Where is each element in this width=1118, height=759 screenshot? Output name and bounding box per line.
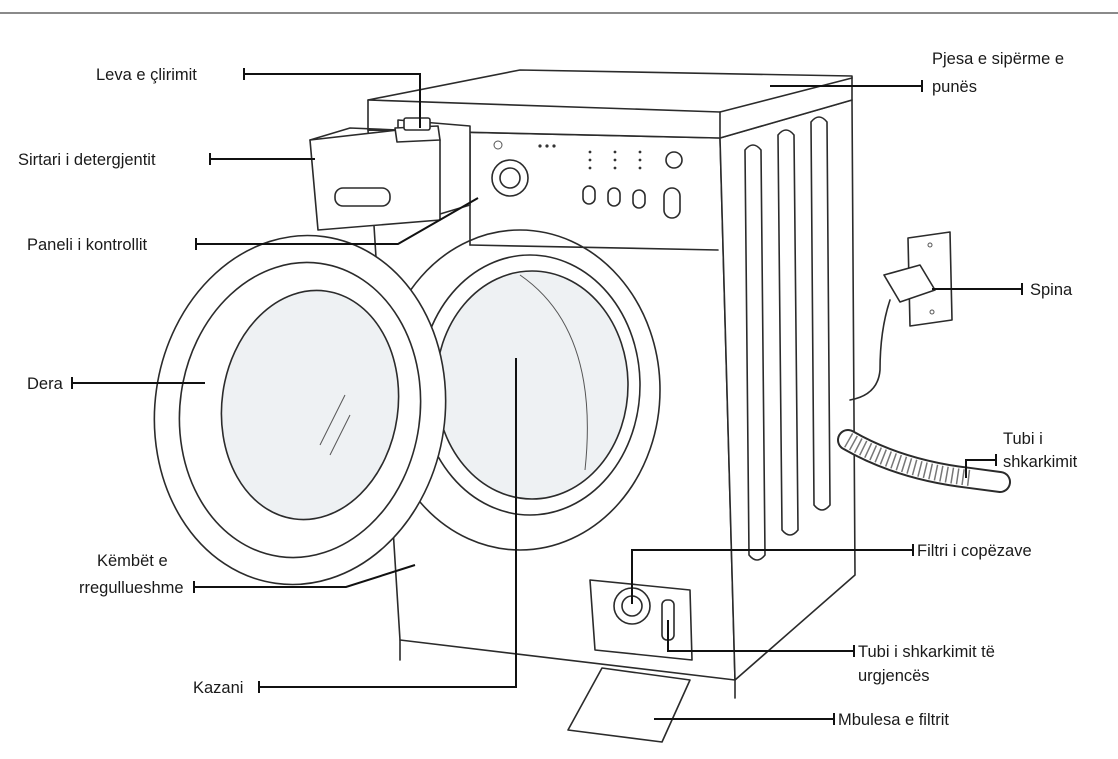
label-filter-cover: Mbulesa e filtrit <box>838 711 949 729</box>
door-art <box>153 234 447 586</box>
label-drain-hose-line1: Tubi i <box>1003 430 1043 448</box>
machine-side-panel <box>719 99 856 681</box>
label-adjustable-feet-line2: rregullueshme <box>79 579 184 597</box>
label-emergency-drain-line1: Tubi i shkarkimit të <box>858 643 995 661</box>
filter-cover-art <box>567 667 691 743</box>
machine-top <box>367 69 853 139</box>
label-drum: Kazani <box>193 679 243 697</box>
label-door: Dera <box>27 375 64 393</box>
callout-labels: Leva e çlirimit Sirtari i detergjentit P… <box>18 50 1078 729</box>
label-detergent-drawer: Sirtari i detergjentit <box>18 151 156 169</box>
detergent-drawer-art <box>309 117 471 231</box>
side-groove-2 <box>777 129 799 536</box>
side-groove-3 <box>810 116 831 511</box>
drum <box>436 271 628 499</box>
label-plug: Spina <box>1030 281 1073 299</box>
label-release-lever: Leva e çlirimit <box>96 66 197 84</box>
side-groove-1 <box>744 144 766 561</box>
callout-lines <box>71 68 1023 725</box>
label-drain-hose-line2: shkarkimit <box>1003 453 1078 471</box>
label-worktop-line2: punës <box>932 78 977 96</box>
plug-art <box>849 231 953 401</box>
drain-hose-art <box>837 429 1011 493</box>
label-emergency-drain-line2: urgjencës <box>858 667 930 685</box>
power-button <box>665 151 683 169</box>
indicator-lights <box>538 144 642 170</box>
label-debris-filter: Filtri i copëzave <box>917 542 1032 560</box>
label-control-panel: Paneli i kontrollit <box>27 236 148 254</box>
label-worktop-line1: Pjesa e sipërme e <box>932 50 1064 68</box>
label-adjustable-feet-line1: Këmbët e <box>97 552 168 570</box>
washing-machine-illustration <box>153 69 1011 743</box>
filter-housing-art <box>589 579 693 661</box>
program-dial <box>491 159 529 197</box>
adjustable-feet-art <box>399 639 736 699</box>
option-buttons <box>582 185 681 219</box>
